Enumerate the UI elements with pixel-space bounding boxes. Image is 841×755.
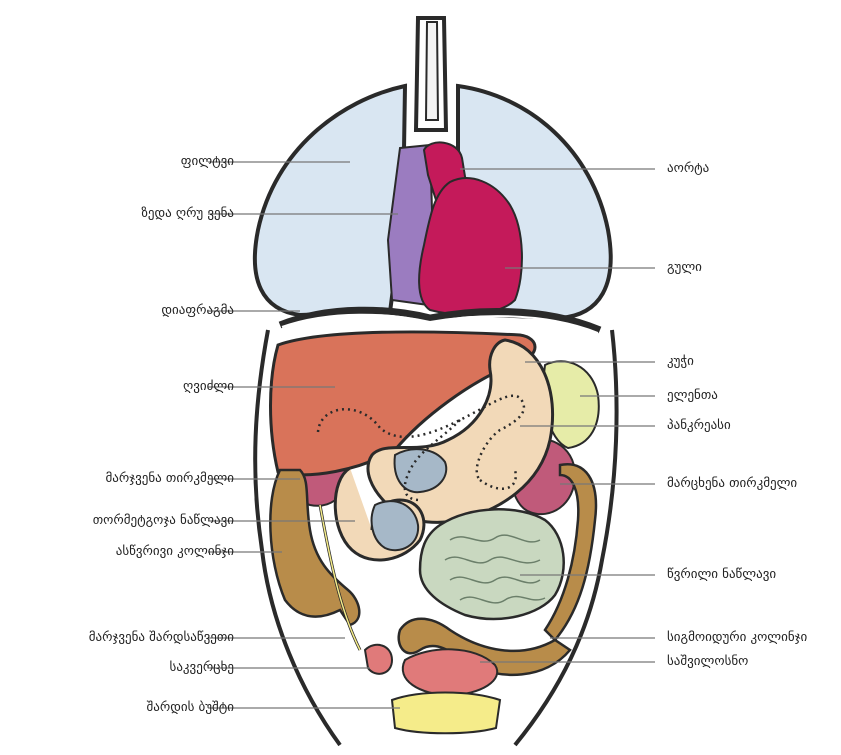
uterus: [403, 649, 497, 695]
label-small-intestine: წვრილი ნაწლავი: [667, 567, 776, 583]
label-liver: ღვიძლი: [4, 379, 234, 395]
label-right-ureter: მარჯვენა შარდსაწვეთი: [4, 630, 234, 646]
label-duodenum: თორმეტგოჯა ნაწლავი: [4, 513, 234, 529]
label-right-kidney: მარჯვენა თირკმელი: [4, 471, 234, 487]
bladder: [392, 693, 500, 734]
label-ascending-colon: ასწვრივი კოლინჯი: [4, 544, 234, 560]
label-left-kidney: მარცხენა თირკმელი: [667, 476, 797, 492]
trachea-inner: [426, 22, 438, 120]
label-ovary: საკვერცხე: [4, 660, 234, 676]
label-uterus: საშვილოსნო: [667, 654, 748, 670]
label-sigmoid-colon: სიგმოიდური კოლინჯი: [667, 630, 807, 646]
label-stomach: კუჭი: [667, 354, 694, 370]
label-pancreas: პანკრეასი: [667, 418, 731, 434]
label-bladder: შარდის ბუშტი: [4, 700, 234, 716]
duodenum-inner: [372, 501, 419, 550]
label-diaphragm: დიაფრაგმა: [4, 303, 234, 319]
pancreas-lower: [395, 449, 447, 492]
label-lung: ფილტვი: [4, 154, 234, 170]
label-aorta: აორტა: [667, 161, 709, 177]
label-superior-vena-cava: ზედა ღრუ ვენა: [4, 206, 234, 222]
right-lung: [255, 86, 405, 315]
label-spleen: ელენთა: [667, 388, 718, 404]
label-heart: გული: [667, 260, 702, 276]
ovary: [365, 645, 392, 674]
